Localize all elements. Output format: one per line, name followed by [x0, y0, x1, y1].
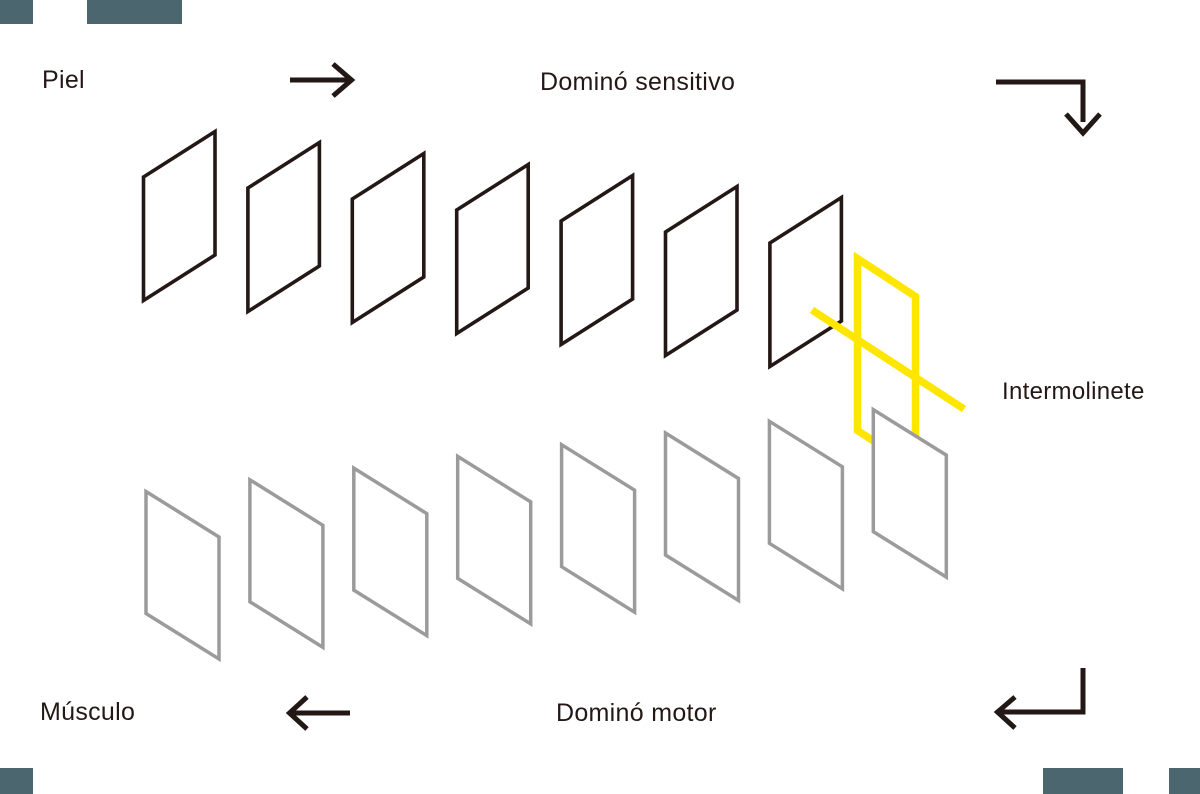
domino-motor-label: Dominó motor — [556, 699, 717, 727]
musculo-label: Músculo — [40, 698, 136, 726]
intermolinete-axis-line — [809, 306, 967, 413]
flow-arrow-corner-left-shaft — [998, 668, 1086, 715]
domino-sensitivo-label: Dominó sensitivo — [540, 68, 736, 96]
flow-arrow-left-head — [285, 695, 309, 731]
corner-block-bottom-right-1 — [1043, 768, 1123, 794]
sensitive-dominoes-layer — [141, 128, 844, 370]
corner-block-bottom-right-2 — [1169, 768, 1200, 794]
motor-domino-2 — [248, 476, 325, 651]
sensitive-domino-4 — [454, 161, 531, 337]
motor-domino-6 — [663, 429, 741, 604]
motor-domino-3 — [352, 464, 429, 639]
piel-label: Piel — [42, 66, 85, 94]
motor-domino-4 — [455, 453, 533, 628]
flow-arrow-corner-down-shaft — [996, 79, 1086, 122]
sensitive-domino-2 — [246, 139, 322, 315]
corner-block-bottom-left — [0, 768, 33, 794]
sensitive-domino-3 — [350, 150, 426, 326]
motor-dominoes-layer — [144, 406, 949, 663]
flow-arrows-layer — [285, 62, 1102, 731]
sensitive-domino-1 — [141, 128, 217, 304]
flow-arrow-right-head — [331, 62, 356, 98]
motor-domino-8 — [871, 406, 949, 581]
motor-domino-7 — [767, 418, 845, 592]
intermolinete-label: Intermolinete — [1002, 378, 1145, 405]
motor-domino-1 — [144, 488, 221, 663]
flow-arrow-corner-left-head — [993, 695, 1017, 730]
sensitive-domino-5 — [559, 172, 635, 348]
sensitive-domino-7 — [768, 194, 844, 370]
flow-arrow-corner-down-head — [1064, 112, 1102, 137]
corner-block-top-left-1 — [0, 0, 33, 24]
sensitive-domino-6 — [663, 183, 739, 359]
motor-domino-5 — [559, 441, 637, 616]
corner-block-top-left-2 — [87, 0, 182, 24]
